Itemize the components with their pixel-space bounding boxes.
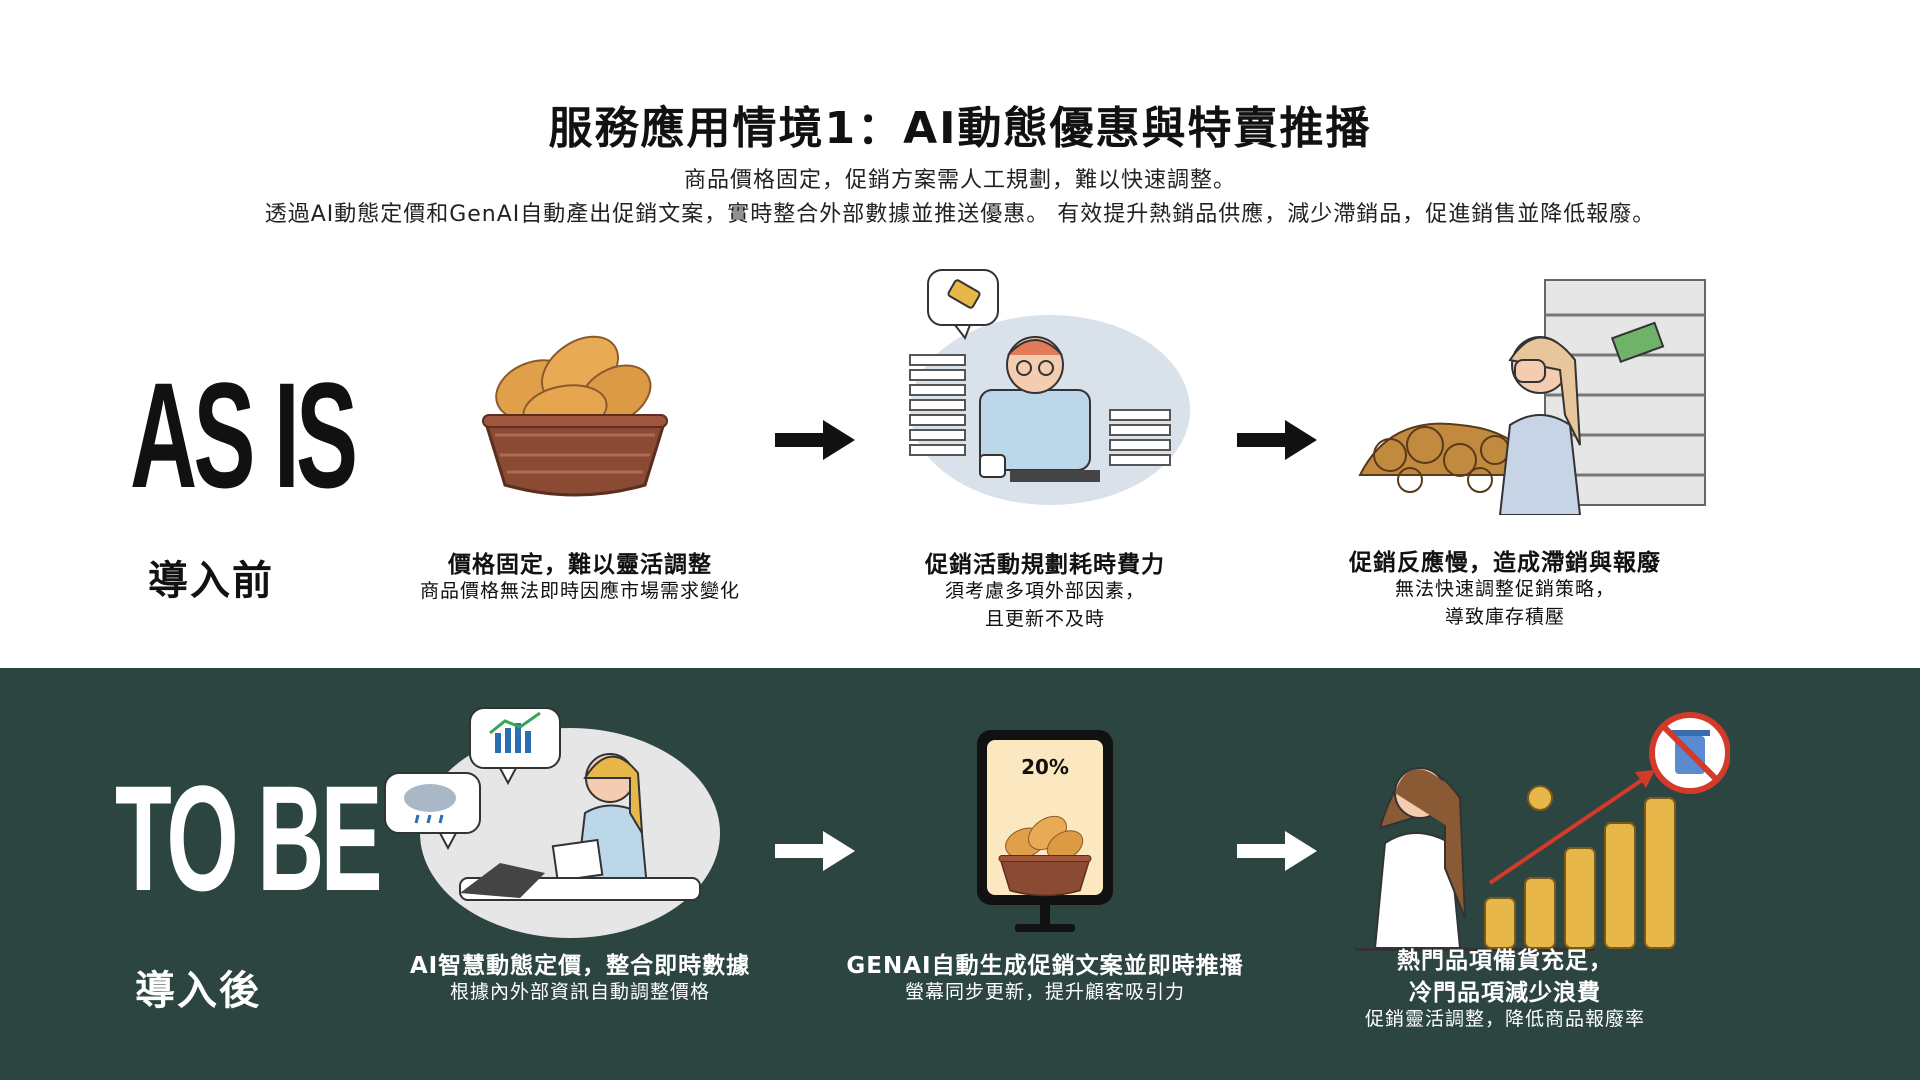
- as-is-step-3-desc-1: 無法快速調整促銷策略，: [1394, 578, 1615, 600]
- to-be-step-1-desc: 根據內外部資訊自動調整價格: [449, 981, 710, 1003]
- promo-screen-image: [977, 730, 1113, 932]
- as-is-step-2-title: 促銷活動規劃耗時費力: [925, 552, 1165, 578]
- bread-basket-image: [482, 335, 668, 497]
- as-is-zh-label: 導入前: [148, 558, 274, 604]
- arrow-right-icon: [1237, 831, 1317, 871]
- as-is-step-1-desc: 商品價格無法即時因應市場需求變化: [419, 580, 740, 602]
- to-be-section: TO BE 導入後 2: [0, 668, 1920, 1080]
- arrow-right-icon: [775, 831, 855, 871]
- to-be-label: TO BE: [115, 754, 383, 922]
- as-is-step-2-desc-1: 須考慮多項外部因素，: [944, 580, 1145, 602]
- to-be-step-3-title-2: 冷門品項減少浪費: [1409, 980, 1601, 1006]
- to-be-step-2-desc: 螢幕同步更新，提升顧客吸引力: [904, 981, 1185, 1003]
- waste-frustration-image: [1358, 279, 1706, 515]
- subtitle-line-1: 商品價格固定，促銷方案需人工規劃，難以快速調整。: [683, 168, 1236, 193]
- stressed-worker-image: [909, 269, 1190, 505]
- arrow-right-icon: [1237, 420, 1317, 460]
- page-title: 服務應用情境1：AI動態優惠與特賣推播: [548, 103, 1372, 154]
- ai-analyst-image: [384, 707, 720, 938]
- as-is-label: AS IS: [130, 351, 358, 519]
- to-be-zh-label: 導入後: [135, 968, 261, 1014]
- subtitle-line-2: 透過AI動態定價和GenAI自動產出促銷文案，實時整合外部數據並推送優惠。 有效…: [264, 202, 1656, 227]
- as-is-step-3-title: 促銷反應慢，造成滯銷與報廢: [1349, 550, 1661, 576]
- to-be-step-2-title: GENAI自動生成促銷文案並即時推播: [846, 953, 1244, 979]
- rising-sales-image: [1355, 712, 1730, 951]
- arrow-right-icon: [775, 420, 855, 460]
- as-is-step-2-desc-2: 且更新不及時: [984, 608, 1105, 630]
- discount-badge: 20%: [1021, 755, 1069, 779]
- as-is-step-1-title: 價格固定，難以靈活調整: [448, 552, 712, 578]
- as-is-step-3-desc-2: 導致庫存積壓: [1444, 606, 1565, 628]
- to-be-step-3-desc: 促銷靈活調整，降低商品報廢率: [1364, 1008, 1645, 1030]
- to-be-step-3-title-1: 熱門品項備貨充足，: [1397, 948, 1613, 974]
- to-be-step-1-title: AI智慧動態定價，整合即時數據: [409, 953, 751, 979]
